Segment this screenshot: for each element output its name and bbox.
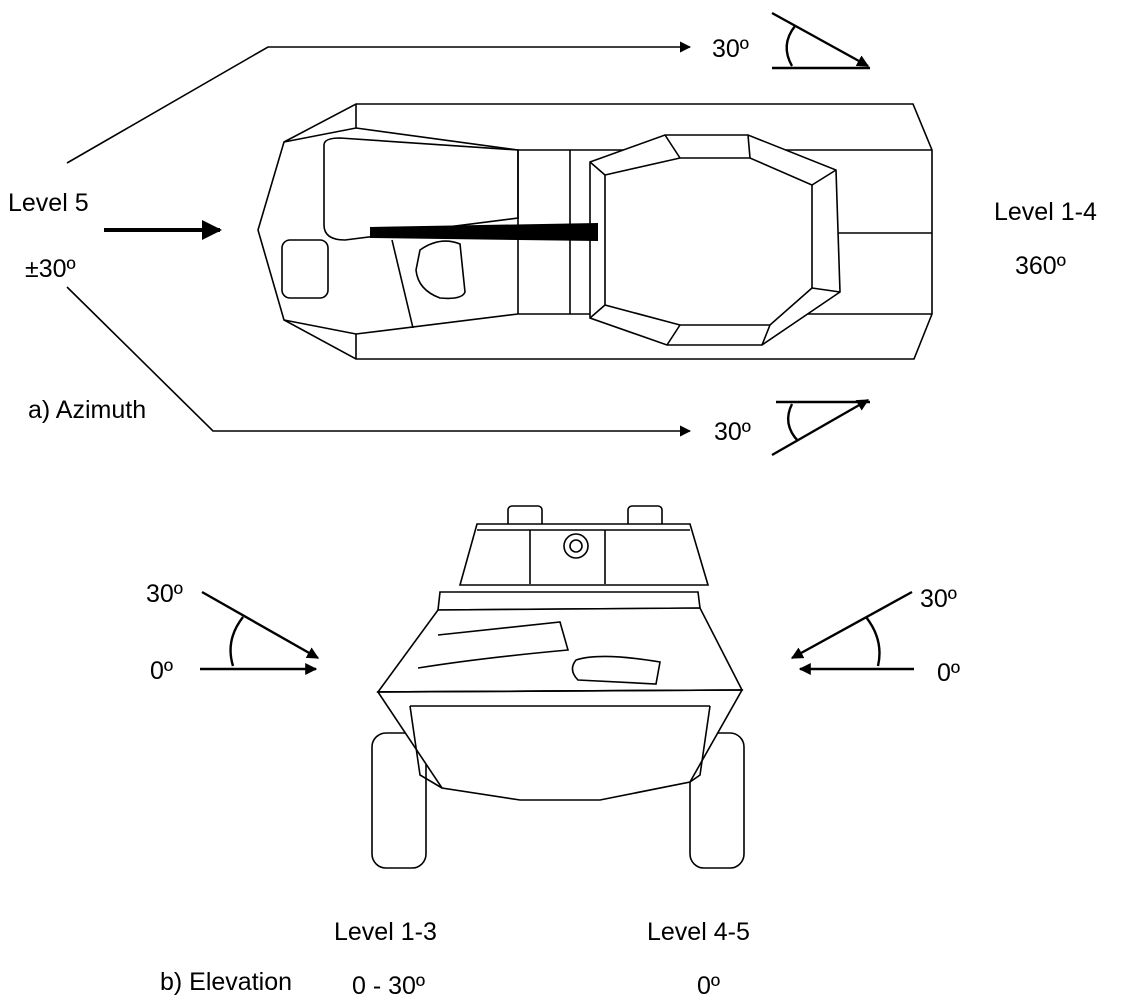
- azimuth-left-angle: ±30º: [25, 255, 76, 283]
- azimuth-right-angle: 360º: [1015, 252, 1066, 280]
- azimuth-caption: a) Azimuth: [28, 396, 146, 424]
- gun-barrel: [370, 223, 598, 241]
- elevation-left-level: Level 1-3: [334, 918, 437, 946]
- bottom-angle-symbol: [771, 398, 870, 457]
- azimuth-bottom-angle: 30º: [714, 418, 751, 446]
- right-elevation-angle-symbol: [790, 590, 914, 675]
- vehicle-top-view: [257, 103, 933, 360]
- elevation-left-lower-angle: 0º: [150, 657, 173, 685]
- elevation-caption: b) Elevation: [160, 968, 292, 996]
- elevation-left-range: 0 - 30º: [352, 972, 425, 1000]
- azimuth-left-level: Level 5: [8, 189, 89, 217]
- azimuth-view: 30º 30º Level 5 ±30º Level 1-4 360º a) A…: [8, 11, 1097, 457]
- left-elevation-angle-symbol: [200, 590, 320, 675]
- azimuth-top-angle: 30º: [712, 35, 749, 63]
- bottom-leader-line: [66, 286, 692, 437]
- elevation-right-upper-angle: 30º: [920, 585, 957, 613]
- elevation-right-level: Level 4-5: [647, 918, 750, 946]
- vehicle-front-view: [371, 505, 745, 869]
- elevation-view: 30º 0º 30º 0º Level 1-3 Level 4-5 b) Ele…: [146, 505, 960, 1000]
- top-angle-symbol: [771, 11, 870, 70]
- elevation-right-lower-angle: 0º: [937, 659, 960, 687]
- azimuth-right-level: Level 1-4: [994, 198, 1097, 226]
- elevation-left-upper-angle: 30º: [146, 580, 183, 608]
- top-leader-line: [66, 41, 692, 164]
- elevation-right-range: 0º: [697, 972, 720, 1000]
